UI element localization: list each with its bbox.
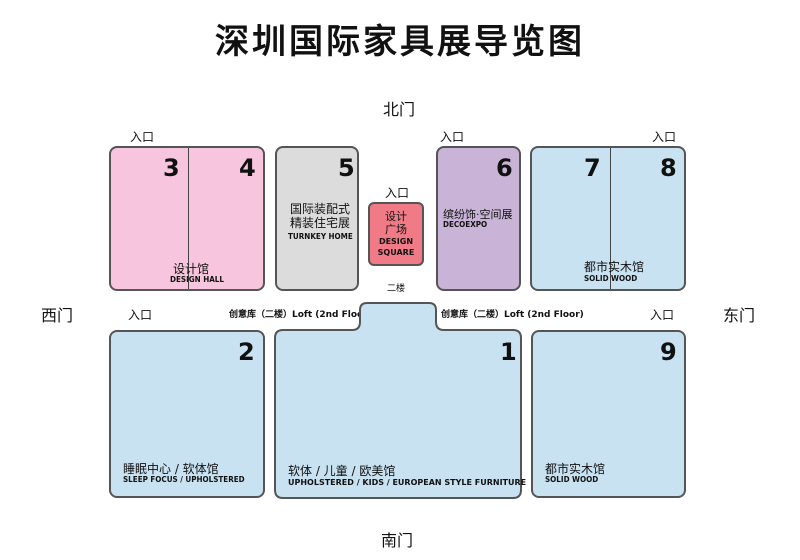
hall-1: 1 软体 / 儿童 / 欧美馆 UPHOLSTERED / KIDS / EUR… [274, 302, 526, 499]
loft-label-right: 创意库（二楼）Loft (2nd Floor) [441, 307, 584, 320]
entrance-label: 入口 [130, 130, 155, 144]
hall-name-cn: 都市实木馆 [545, 462, 606, 476]
hall-2[interactable]: 2 睡眠中心 / 软体馆 SLEEP FOCUS / UPHOLSTERED [109, 330, 265, 498]
south-gate-label: 南门 [381, 531, 414, 550]
north-gate-label: 北门 [383, 100, 416, 119]
hall-number-3: 3 [163, 154, 180, 182]
hall-name-cn: 都市实木馆 [584, 260, 645, 274]
hall-name-cn: 睡眠中心 / 软体馆 [123, 462, 219, 476]
hall-divider [610, 148, 611, 289]
hall-name-en: SLEEP FOCUS / UPHOLSTERED [123, 475, 245, 484]
hall-name-cn: 缤纷饰·空间展 [443, 208, 513, 221]
entrance-label: 入口 [440, 130, 465, 144]
west-gate-label: 西门 [41, 306, 74, 325]
hall-name-cn: 软体 / 儿童 / 欧美馆 [288, 464, 396, 478]
hall-name-en: DESIGN HALL [170, 275, 224, 284]
hall-number-2: 2 [238, 338, 255, 366]
map-title: 深圳国际家具展导览图 [215, 22, 585, 62]
hall-3-4[interactable]: 3 4 设计馆 DESIGN HALL [109, 146, 265, 291]
hall-number-7: 7 [584, 154, 601, 182]
hall-name-cn: 精装住宅展 [290, 216, 351, 230]
square-name-en: DESIGN [378, 237, 414, 246]
hall-9[interactable]: 9 都市实木馆 SOLID WOOD [531, 330, 686, 498]
square-name-cn: 广场 [385, 223, 407, 236]
hall-divider [188, 148, 189, 289]
hall-number-6: 6 [496, 154, 513, 182]
hall-name-en: UPHOLSTERED / KIDS / EUROPEAN STYLE FURN… [288, 478, 527, 487]
hall-5[interactable]: 5 国际装配式 精装住宅展 TURNKEY HOME [275, 146, 359, 291]
entrance-label: 入口 [652, 130, 677, 144]
hall-name-en: TURNKEY HOME [288, 232, 353, 241]
hall-name-en: DECOEXPO [443, 220, 488, 229]
square-name-en: SQUARE [377, 248, 415, 257]
entrance-label: 入口 [128, 308, 153, 322]
loft-label-left: 创意库（二楼）Loft (2nd Floor) [229, 307, 372, 320]
hall-1-shape[interactable] [274, 302, 522, 499]
east-gate-label: 东门 [723, 306, 756, 325]
design-square[interactable]: 设计 广场 DESIGN SQUARE [368, 202, 424, 266]
hall-number-1: 1 [500, 338, 517, 366]
hall-name-en: SOLID WOOD [545, 475, 599, 484]
hall-number-8: 8 [660, 154, 677, 182]
hall-7-8[interactable]: 7 8 都市实木馆 SOLID WOOD [530, 146, 686, 291]
square-name-cn: 设计 [385, 210, 407, 223]
square-floor-label: 二楼 [387, 284, 406, 294]
hall-number-9: 9 [660, 338, 677, 366]
hall-name-cn: 国际装配式 [290, 202, 351, 216]
hall-number-5: 5 [338, 154, 355, 182]
hall-name-cn: 设计馆 [173, 262, 210, 276]
entrance-label: 入口 [385, 186, 410, 200]
hall-name-en: SOLID WOOD [584, 274, 638, 283]
entrance-label: 入口 [650, 308, 675, 322]
hall-number-4: 4 [239, 154, 256, 182]
hall-6[interactable]: 6 缤纷饰·空间展 DECOEXPO [436, 146, 521, 291]
